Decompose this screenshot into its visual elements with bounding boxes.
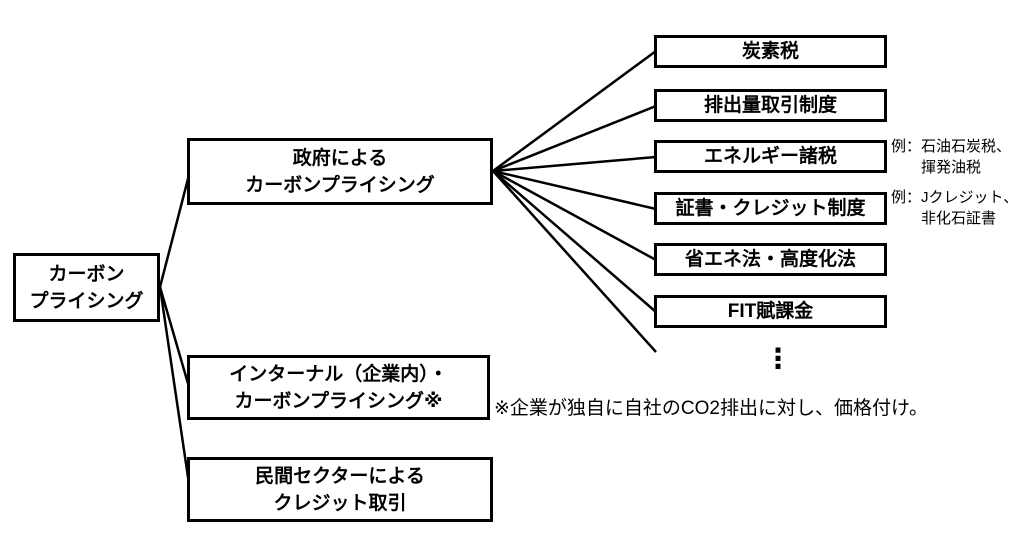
node-label-line: クレジット取引 (273, 492, 407, 514)
line-root-to-private-sector (158, 286, 191, 485)
node-label-line: カーボンプライシング※ (234, 390, 443, 412)
node-label-line: FIT賦課金 (727, 301, 814, 322)
line-root-to-government (158, 174, 191, 288)
example-note-energy-taxes: 例：石油石炭税、 揮発油税 (891, 136, 1011, 178)
node-government-carbon-pricing: 政府による カーボンプライシング (187, 138, 493, 205)
node-label-line: プライシング (29, 290, 144, 312)
footnote-internal-carbon-pricing: ※企業が独自に自社のCO2排出に対し、価格付け。 (494, 398, 929, 419)
node-label-line: 政府による (292, 147, 388, 169)
line-government-to-carbon-tax (492, 49, 657, 173)
node-label-line: カーボンプライシング (245, 174, 435, 196)
example-note-line: 揮発油税 (921, 159, 982, 176)
node-fit-surcharge: FIT賦課金 (654, 295, 887, 328)
node-label-line: カーボン (48, 263, 125, 285)
node-label-line: 炭素税 (741, 41, 799, 62)
node-internal-carbon-pricing: インターナル（企業内）・ カーボンプライシング※ (187, 355, 490, 420)
node-label-line: 民間セクターによる (255, 465, 425, 487)
line-root-to-internal (158, 286, 191, 388)
line-government-to-energy-conservation-law (492, 169, 657, 262)
line-government-to-energy-taxes (492, 155, 657, 173)
line-government-to-certificate-credit (492, 169, 657, 211)
node-label-line: 証書・クレジット制度 (675, 198, 866, 219)
node-private-sector-credit-trading: 民間セクターによる クレジット取引 (187, 457, 493, 522)
line-government-to-emissions-trading (492, 104, 657, 173)
more-items-ellipsis: ⋮ (764, 343, 792, 374)
node-carbon-tax: 炭素税 (654, 35, 887, 68)
example-note-line: 例：石油石炭税、 (891, 138, 1012, 155)
node-carbon-pricing-root: カーボン プライシング (13, 253, 160, 322)
node-certificate-credit-system: 証書・クレジット制度 (654, 192, 887, 225)
example-note-certificate-credit: 例：Jクレジット、 非化石証書 (891, 187, 1018, 229)
node-label-line: インターナル（企業内）・ (229, 363, 448, 385)
node-energy-taxes: エネルギー諸税 (654, 140, 887, 173)
line-government-to-fit-surcharge (492, 170, 657, 313)
node-label-line: エネルギー諸税 (703, 146, 837, 167)
example-note-line: 例：Jクレジット、 (891, 189, 1019, 206)
line-government-to-more-items (492, 170, 657, 353)
node-emissions-trading-system: 排出量取引制度 (654, 89, 887, 122)
node-energy-conservation-sophistication-law: 省エネ法・高度化法 (654, 243, 887, 276)
example-note-line: 非化石証書 (921, 210, 997, 227)
node-label-line: 排出量取引制度 (703, 95, 837, 116)
node-label-line: 省エネ法・高度化法 (684, 249, 856, 270)
